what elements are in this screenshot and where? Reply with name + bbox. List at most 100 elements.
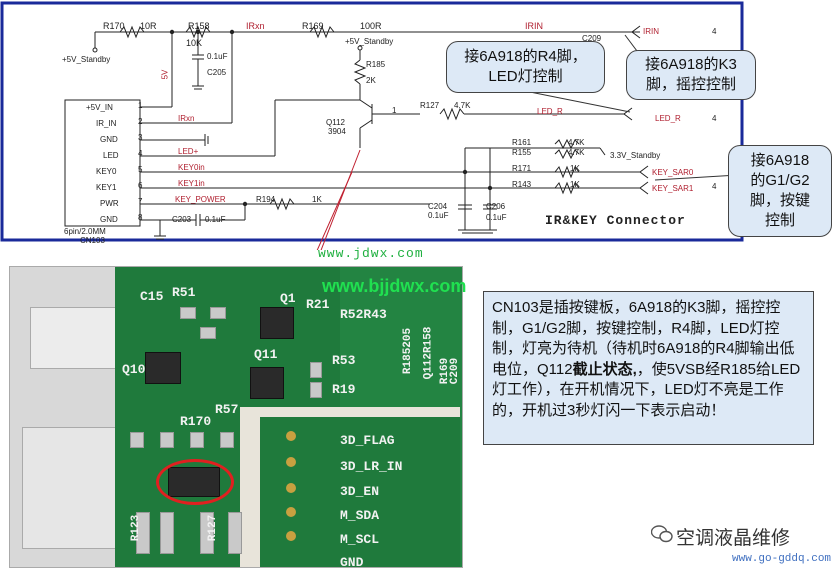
connector-pin-number: 2 [138, 117, 143, 126]
connector-pin-label: LED [103, 151, 119, 160]
key-sar0-port-label: KEY_SAR0 [652, 168, 694, 177]
standby-right-label: 3.3V_Standby [610, 151, 661, 160]
callout-text: 的G1/G2 [750, 172, 810, 189]
highlight-circle [156, 459, 234, 505]
callout-text: 接6A918 [750, 152, 810, 169]
callout-text: LED灯控制 [488, 68, 563, 85]
key-power-net-label: KEY_POWER [175, 195, 226, 204]
silk-signal-label: GND [340, 555, 364, 568]
connector-pin-number: 4 [138, 149, 143, 158]
r158-value: 10K [186, 38, 203, 48]
silk-signal-label: M_SCL [340, 532, 380, 547]
q112-ref: Q112 [326, 118, 345, 127]
smd-pad [130, 432, 144, 448]
r185-label: R185 [366, 60, 386, 69]
r170-value: 10R [140, 21, 157, 31]
smd-pad [190, 432, 204, 448]
r169-label: R169 [302, 21, 324, 31]
smd-pad [160, 432, 174, 448]
connector-pin-number: 7 [138, 197, 143, 206]
c203-label: C203 [172, 215, 192, 224]
led-plus-net-label: LED+ [178, 147, 199, 156]
watermark-mid: www.bjjdwx.com [322, 276, 467, 296]
callout-text: 接6A918的R4脚， [464, 48, 587, 65]
transistor-q10 [145, 352, 181, 384]
key0in-net-label: KEY0in [178, 163, 205, 172]
silk-q1: Q1 [280, 291, 296, 306]
silk-q112r158: Q112R158 [422, 326, 435, 380]
c209-label: C209 [582, 34, 602, 43]
standby-mid-label: +5V_Standby [345, 37, 394, 46]
silk-signal-label: M_SDA [340, 508, 380, 523]
r143-label: R143 [512, 180, 532, 189]
q112-part: 3904 [328, 127, 346, 136]
connector-pin-number: 3 [138, 133, 143, 142]
description-bold: 截止状态, [572, 360, 637, 378]
key-sar1-port-num: 4 [712, 182, 717, 191]
silk-r170: R170 [180, 414, 212, 429]
schematic-diagram [0, 1, 744, 250]
silk-signal-label: 3D_FLAG [340, 433, 395, 448]
silk-signal-label: 3D_EN [340, 484, 380, 499]
silk-r51: R51 [172, 285, 196, 300]
description-text-2: ，使5VSB经R185给LED灯工作），在开机情况下，LED灯不亮是工作的，开机… [492, 360, 801, 419]
pcb-photo: C15 R51 Q1 R21 R52R43 Q11 R53 Q10 R19 R5… [9, 266, 463, 568]
transistor-q11 [250, 367, 284, 399]
silk-r52r43: R52R43 [340, 307, 387, 322]
r127-label: R127 [420, 101, 440, 110]
callout-text: 脚，摇控控制 [645, 76, 736, 93]
watermark-top: www.jdwx.com [318, 246, 424, 261]
silk-r19: R19 [332, 382, 356, 397]
r155-label: R155 [512, 148, 532, 157]
connector-pin-number: 6 [138, 181, 143, 190]
r155-value: 4.7K [568, 148, 585, 157]
connector-pin-label: GND [100, 215, 118, 224]
c206-label: C206 [486, 202, 506, 211]
schematic-title: IR&KEY Connector [545, 213, 686, 228]
smd-pad [160, 512, 174, 554]
led-r-port-num: 4 [712, 114, 717, 123]
c206-value: 0.1uF [486, 213, 507, 222]
silk-r21: R21 [306, 297, 330, 312]
c205-label: C205 [207, 68, 227, 77]
via-pad [286, 457, 296, 467]
smd-pad [200, 512, 214, 554]
brand-name: 空调液晶维修 [676, 528, 791, 549]
led-r-port-label: LED_R [655, 114, 681, 123]
r158-label: R158 [188, 21, 210, 31]
connector-socket [30, 307, 122, 369]
via-pad [286, 531, 296, 541]
pin1-label: 1 [392, 106, 397, 115]
connector-ref: CN103 [80, 236, 105, 245]
callout-text: 脚，按键 [749, 192, 810, 209]
via-pad [286, 507, 296, 517]
r194-label: R194 [256, 195, 276, 204]
connector-pin-label: KEY0 [96, 167, 117, 176]
silk-c15: C15 [140, 289, 164, 304]
r127-value: 4.7K [454, 101, 471, 110]
via-pad [286, 483, 296, 493]
r161-label: R161 [512, 138, 532, 147]
led-r-net-label: LED_R [537, 107, 563, 116]
c205-value: 0.1uF [207, 52, 228, 61]
v5-net-label: 5V [160, 69, 170, 80]
smd-pad [220, 432, 234, 448]
silk-r53: R53 [332, 353, 356, 368]
silk-q10: Q10 [122, 362, 146, 377]
connector-pin-number: 8 [138, 213, 143, 222]
connector-pin-label: GND [100, 135, 118, 144]
connector-pin-number: 5 [138, 165, 143, 174]
connector-pin-label: IR_IN [96, 119, 117, 128]
r170-label: R170 [103, 21, 125, 31]
smd-pad [210, 307, 226, 319]
r143-value: 1K [570, 180, 580, 189]
r185-value: 2K [366, 76, 376, 85]
transistor-q1 [260, 307, 294, 339]
key-sar1-port-label: KEY_SAR1 [652, 184, 694, 193]
irin-port-num: 4 [712, 27, 717, 36]
callout-text: 控制 [764, 212, 795, 229]
description-text-1: CN103是插按键板，6A918的K3脚，摇控控制，G1/G2脚，按键控制，R4… [492, 299, 795, 378]
smd-pad [180, 307, 196, 319]
smd-pad [310, 362, 322, 378]
